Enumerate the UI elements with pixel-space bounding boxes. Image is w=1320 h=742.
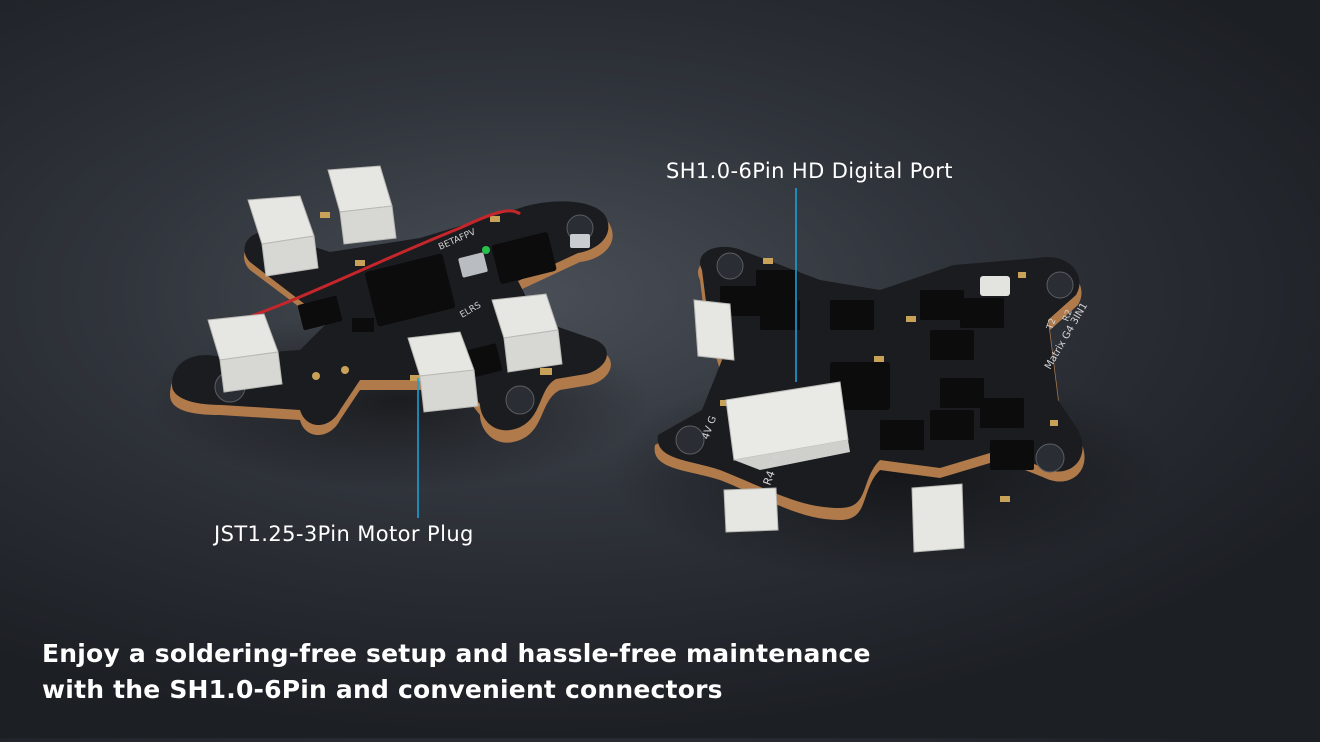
caption-line-2: with the SH1.0-6Pin and convenient conne… <box>42 675 723 704</box>
right-esc-board: Matrix G4 3IN1 R4 T4 R2 T2 4V G <box>610 246 1170 580</box>
motor-plug-label: JST1.25-3Pin Motor Plug <box>214 522 474 546</box>
hd-digital-port <box>725 381 850 470</box>
left-flight-board: BETAFPV ELRS <box>150 165 650 490</box>
right-pad-r2: R2 <box>1061 308 1074 323</box>
hd-port-label: SH1.0-6Pin HD Digital Port <box>666 159 953 183</box>
feature-caption: Enjoy a soldering-free setup and hassle-… <box>42 636 871 708</box>
caption-line-1: Enjoy a soldering-free setup and hassle-… <box>42 639 871 668</box>
right-pad-t2: T2 <box>1045 317 1059 332</box>
